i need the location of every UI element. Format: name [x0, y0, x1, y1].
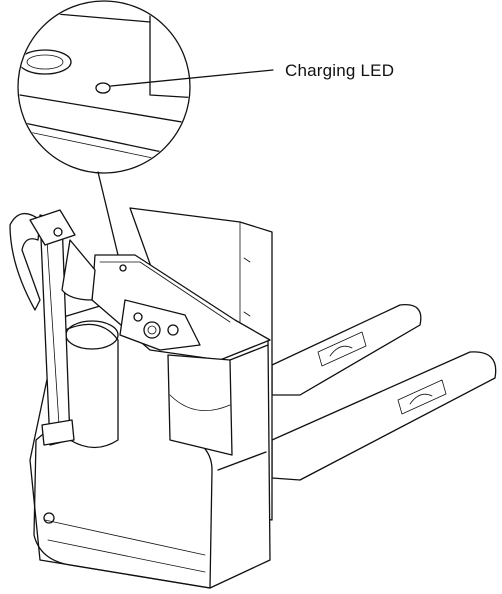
emergency-button-icon [167, 324, 179, 336]
charging-led-label: Charging LED [285, 61, 395, 80]
zoom-connector-line [97, 171, 119, 256]
truck-body [29, 254, 271, 589]
zoom-detail-circle [17, 0, 191, 174]
callout-leader-line [110, 69, 274, 87]
tiller-handle [9, 209, 96, 446]
fork-right [271, 351, 497, 481]
key-switch-icon [143, 321, 161, 339]
fork-left [271, 304, 422, 396]
